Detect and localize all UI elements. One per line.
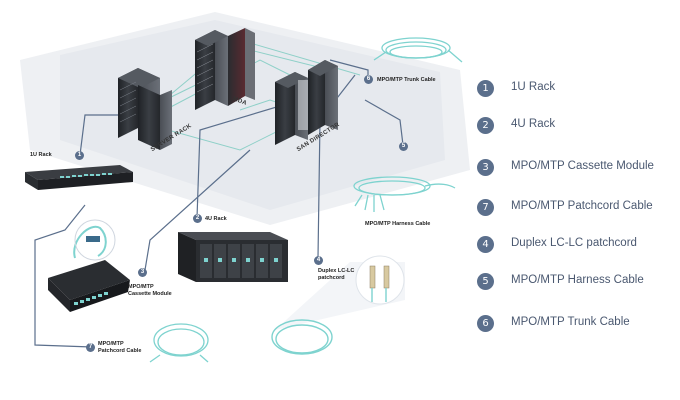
trunk-cable-graphic	[373, 37, 463, 63]
callout-badge-harness-cable: 5	[399, 142, 408, 151]
callout-label-harness-cable: MPO/MTP Harness Cable	[365, 221, 431, 227]
legend-badge: 6	[477, 315, 494, 332]
callout-label-cassette-module: MPO/MTP Cassette Module	[128, 284, 172, 297]
legend-badge: 2	[477, 117, 494, 134]
callout-badge-mpo-patchcord: 7	[86, 343, 95, 352]
callout-label-4u-rack: 4U Rack	[205, 216, 227, 222]
callout-label-duplex-patchcord: Duplex LC-LC patchcord	[318, 268, 355, 281]
callout-label-mpo-patchcord: MPO/MTP Patchcord Cable	[98, 341, 142, 354]
1u-rack-unit-graphic	[25, 165, 133, 190]
mpo-patchcord-graphic	[149, 323, 209, 363]
legend-badge: 5	[477, 273, 494, 290]
callout-badge-1u-rack: 1	[75, 151, 84, 160]
duplex-patchcord-graphic	[271, 255, 405, 355]
callout-label-trunk-cable: MPO/MTP Trunk Cable	[377, 77, 436, 83]
san-director-rack-graphic	[275, 60, 338, 145]
server-rack-graphic	[118, 68, 172, 150]
callout-badge-duplex-patchcord: 4	[314, 256, 323, 265]
floor-plane-shadow	[60, 20, 445, 210]
legend-badge: 4	[477, 236, 494, 253]
legend-label: MPO/MTP Harness Cable	[511, 274, 644, 286]
legend-badge: 7	[477, 199, 494, 216]
callout-badge-trunk-cable: 6	[364, 75, 373, 84]
callout-badge-cassette-module: 3	[138, 268, 147, 277]
legend-label: MPO/MTP Trunk Cable	[511, 316, 630, 328]
legend-label: 1U Rack	[511, 81, 556, 93]
harness-cable-graphic	[353, 176, 456, 212]
cassette-module-graphic	[48, 219, 130, 312]
legend-label: MPO/MTP Patchcord Cable	[511, 200, 653, 212]
legend-label: MPO/MTP Cassette Module	[511, 160, 654, 172]
legend-badge: 3	[477, 159, 494, 176]
4u-rack-chassis-graphic	[178, 232, 288, 282]
legend-badge: 1	[477, 80, 494, 97]
legend-label: Duplex LC-LC patchcord	[511, 237, 637, 249]
callout-label-1u-rack: 1U Rack	[30, 152, 52, 158]
legend-label: 4U Rack	[511, 118, 556, 130]
mda-rack-graphic	[195, 28, 255, 110]
callout-badge-4u-rack: 2	[193, 214, 202, 223]
